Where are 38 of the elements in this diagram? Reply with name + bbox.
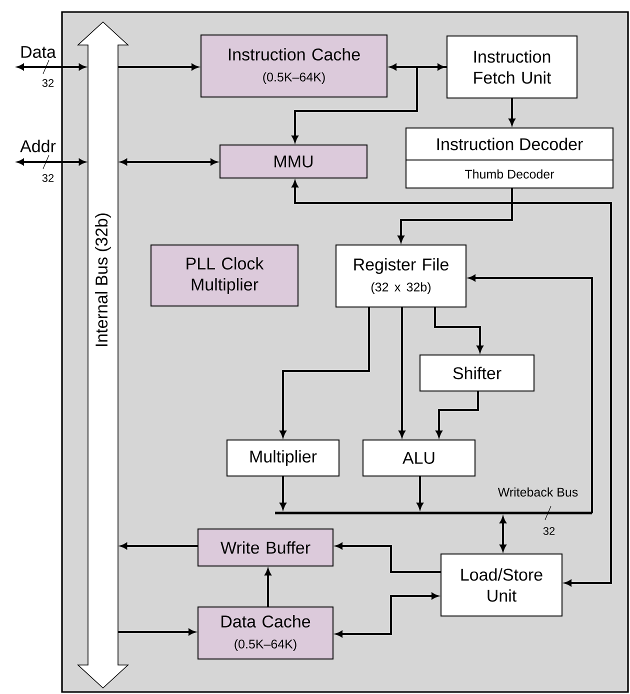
pll-box: PLL Clock Multiplier	[150, 244, 298, 306]
arrow	[500, 516, 506, 552]
arrow	[118, 64, 198, 70]
bus-width-label: 32	[42, 174, 54, 182]
multiplier-box: Multiplier	[226, 440, 340, 476]
arrow	[390, 64, 444, 70]
arrow	[336, 592, 438, 638]
arrow	[120, 158, 218, 166]
arrow	[120, 542, 198, 550]
decoder-box: Instruction Decoder Thumb Decoder	[406, 128, 614, 188]
alu-box: ALU	[362, 440, 476, 476]
arrow	[292, 180, 612, 586]
write-buffer-box: Write Buffer	[198, 528, 334, 566]
arrow	[468, 274, 594, 514]
arrow	[416, 476, 424, 510]
load-store-box: Load/Store Unit	[440, 554, 562, 616]
arrow	[398, 308, 406, 438]
arrow	[280, 476, 286, 510]
edge-label: Addr	[20, 140, 56, 152]
mmu-box: MMU	[220, 144, 368, 178]
arrow	[280, 308, 370, 438]
arrow	[264, 568, 272, 606]
edge-label: Data	[21, 46, 56, 58]
arrow	[118, 628, 196, 636]
arrow	[292, 66, 446, 142]
cache-box: Data Cache (0.5K–64K)	[198, 606, 334, 660]
arrow	[336, 542, 440, 573]
arrow	[398, 188, 513, 242]
cache-box: Instruction Cache (0.5K–64K)	[200, 34, 388, 98]
shifter-box: Shifter	[420, 354, 534, 392]
arrow	[434, 308, 484, 352]
register-file-box: Register File (32 x 32b)	[336, 244, 466, 308]
arrow	[17, 64, 86, 70]
arrow	[17, 158, 86, 166]
arrow	[508, 98, 516, 126]
arrow	[436, 392, 479, 438]
unit-box: Instruction Fetch Unit	[446, 36, 578, 98]
bus-width-label: 32	[42, 79, 54, 87]
